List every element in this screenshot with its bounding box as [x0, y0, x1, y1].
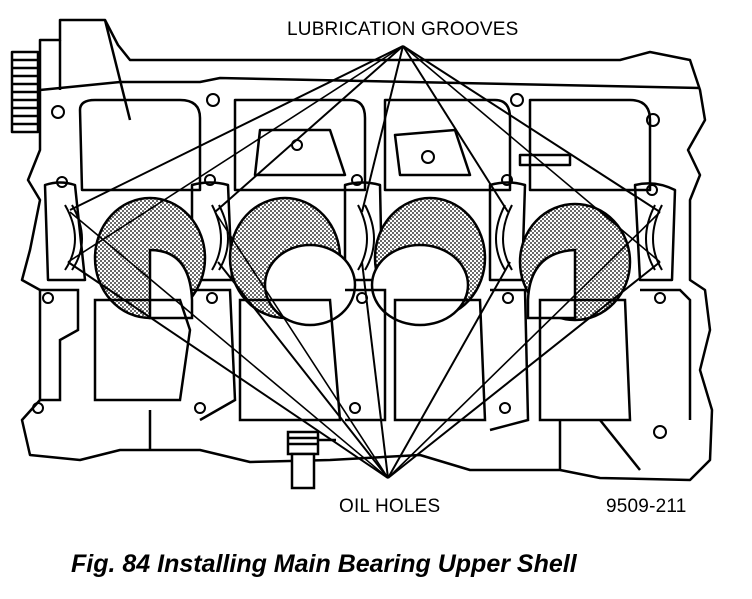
oil-holes-leaders: [67, 261, 661, 479]
figure-caption: Fig. 84 Installing Main Bearing Upper Sh…: [71, 550, 577, 578]
flywheel-teeth: [10, 50, 40, 134]
cross-leaders: [67, 45, 661, 479]
bolt-holes: [32, 93, 667, 439]
lubrication-grooves-label: LUBRICATION GROOVES: [287, 19, 519, 40]
part-number-label: 9509-211: [606, 496, 687, 517]
oil-sender-fitting: [286, 430, 336, 490]
lubrication-grooves-leaders: [69, 45, 661, 213]
upper-bays: [78, 98, 652, 192]
block-outline: [20, 18, 714, 482]
lower-skirt: [40, 288, 692, 471]
bearing-shells: [64, 204, 663, 271]
oil-holes-label: OIL HOLES: [339, 496, 441, 517]
cylinder-bores: [93, 196, 632, 327]
